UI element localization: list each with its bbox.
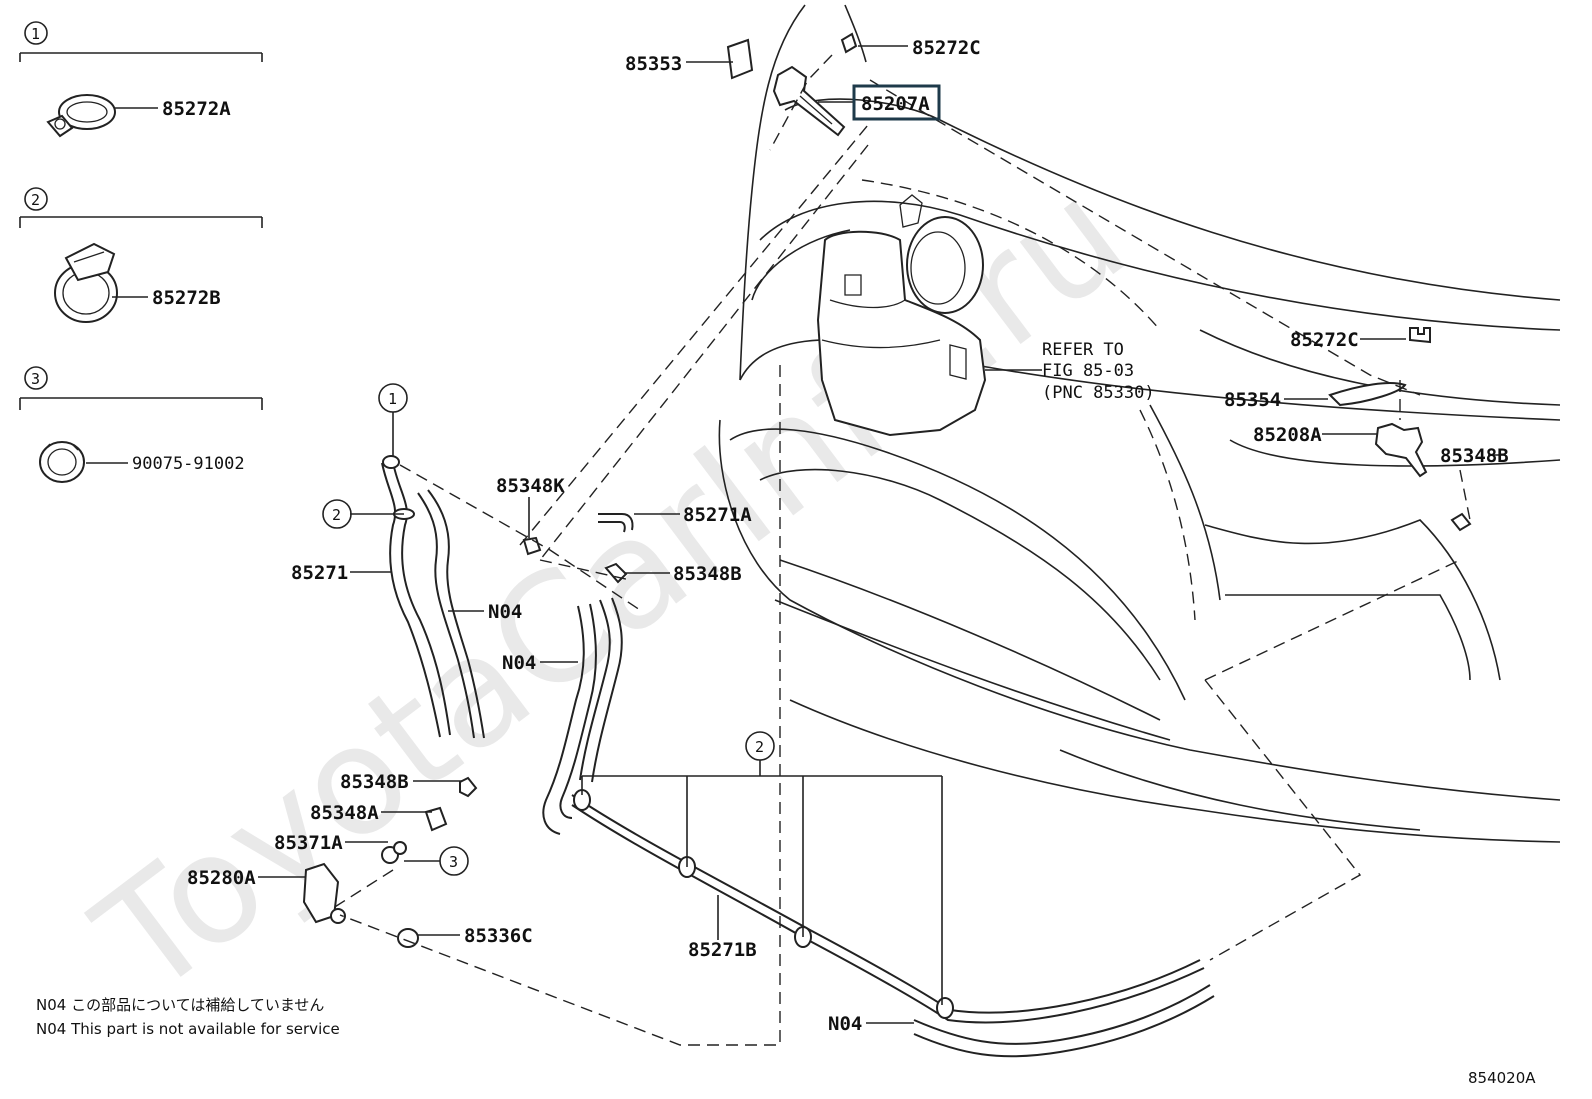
legend-part-90075-91002: 90075-91002 — [132, 454, 245, 474]
callout-leaders — [258, 45, 1506, 1024]
clip-85272c-right — [1409, 327, 1431, 344]
check-valve-85348b-left — [459, 776, 478, 798]
marker-2-on-85271b: 2 — [745, 731, 775, 761]
check-valve-85348b-right — [1450, 512, 1472, 532]
marker-2-bottom-text: 2 — [755, 738, 764, 756]
highlight-box-85207a — [852, 84, 941, 121]
callout-85348b-left[interactable]: 85348B — [340, 771, 409, 793]
grommet-85348a — [424, 806, 448, 832]
legend-part-85272b: 85272B — [152, 287, 221, 309]
marker-2-on-hose: 2 — [322, 499, 352, 529]
grommet-90075-icon — [39, 441, 85, 483]
hose-n04-left — [417, 489, 485, 739]
callout-85348a[interactable]: 85348A — [310, 802, 379, 824]
reference-line-2: FIG 85-03 — [1042, 361, 1134, 381]
hose-n04-bottom — [913, 984, 1215, 1058]
callout-n04-bottom[interactable]: N04 — [828, 1013, 862, 1035]
vehicle-front-outline — [718, 4, 1561, 843]
figure-code: 854020A — [1468, 1069, 1536, 1087]
callout-85353[interactable]: 85353 — [625, 53, 682, 75]
watermark: ToyotaCarInfo.ru — [66, 148, 1156, 1030]
legend-item-1: 1 85272A — [19, 21, 263, 138]
hose-n04-mid — [542, 597, 623, 835]
hose-clamp-85272b-icon — [54, 242, 118, 323]
marker-1-on-hose: 1 — [378, 383, 408, 413]
reference-note[interactable]: REFER TO FIG 85-03 (PNC 85330) — [1042, 340, 1155, 403]
callout-85354[interactable]: 85354 — [1224, 389, 1281, 411]
footnote-english: N04 This part is not available for servi… — [36, 1020, 340, 1038]
callout-85348b-mid[interactable]: 85348B — [673, 563, 742, 585]
callout-85280a[interactable]: 85280A — [187, 867, 256, 889]
reference-line-3: (PNC 85330) — [1042, 383, 1155, 403]
callout-85348b-right[interactable]: 85348B — [1440, 445, 1509, 467]
marker-2-text: 2 — [332, 506, 341, 524]
nozzle-85208a — [1374, 422, 1428, 478]
clip-85272c-top — [840, 32, 858, 54]
callout-85272c-right[interactable]: 85272C — [1290, 329, 1359, 351]
pump-85280a — [302, 862, 346, 924]
legend-item-3: 3 90075-91002 — [19, 366, 263, 483]
reference-line-1: REFER TO — [1042, 340, 1124, 360]
marker-3-on-pump: 3 — [439, 846, 469, 876]
washer-tank — [816, 194, 987, 437]
callout-85336c[interactable]: 85336C — [464, 925, 533, 947]
callout-85207a[interactable]: 85207A — [861, 93, 930, 115]
legend-marker-3: 3 — [31, 370, 40, 388]
hose-clamp-85272a-icon — [46, 94, 116, 138]
plug-85371a — [381, 841, 407, 864]
marker-1-text: 1 — [388, 390, 397, 408]
legend-part-85272a: 85272A — [162, 98, 231, 120]
callout-n04-mid[interactable]: N04 — [502, 652, 536, 674]
legend-item-2: 2 85272B — [19, 187, 263, 323]
marker-3-text: 3 — [449, 853, 458, 871]
hose-85271a — [598, 513, 634, 533]
legend-marker-2: 2 — [31, 191, 40, 209]
grommet-85336c — [397, 928, 419, 948]
cover-85353 — [726, 38, 754, 80]
hose-85271 — [381, 455, 451, 738]
nozzle-85207a — [772, 65, 846, 137]
footnote-japanese: N04 この部品については補給していません — [36, 996, 324, 1014]
callout-85348k[interactable]: 85348K — [496, 475, 565, 497]
callout-85208a[interactable]: 85208A — [1253, 424, 1322, 446]
callout-85271[interactable]: 85271 — [291, 562, 348, 584]
legend-marker-1: 1 — [31, 25, 40, 43]
callout-85271b[interactable]: 85271B — [688, 939, 757, 961]
cover-85354 — [1328, 382, 1407, 407]
callout-85271a[interactable]: 85271A — [683, 504, 752, 526]
callout-85371a[interactable]: 85371A — [274, 832, 343, 854]
assembly-lines — [329, 54, 1471, 1046]
callout-85272c-top[interactable]: 85272C — [912, 37, 981, 59]
hose-85271b — [571, 789, 1205, 1024]
callout-n04-left[interactable]: N04 — [488, 601, 522, 623]
